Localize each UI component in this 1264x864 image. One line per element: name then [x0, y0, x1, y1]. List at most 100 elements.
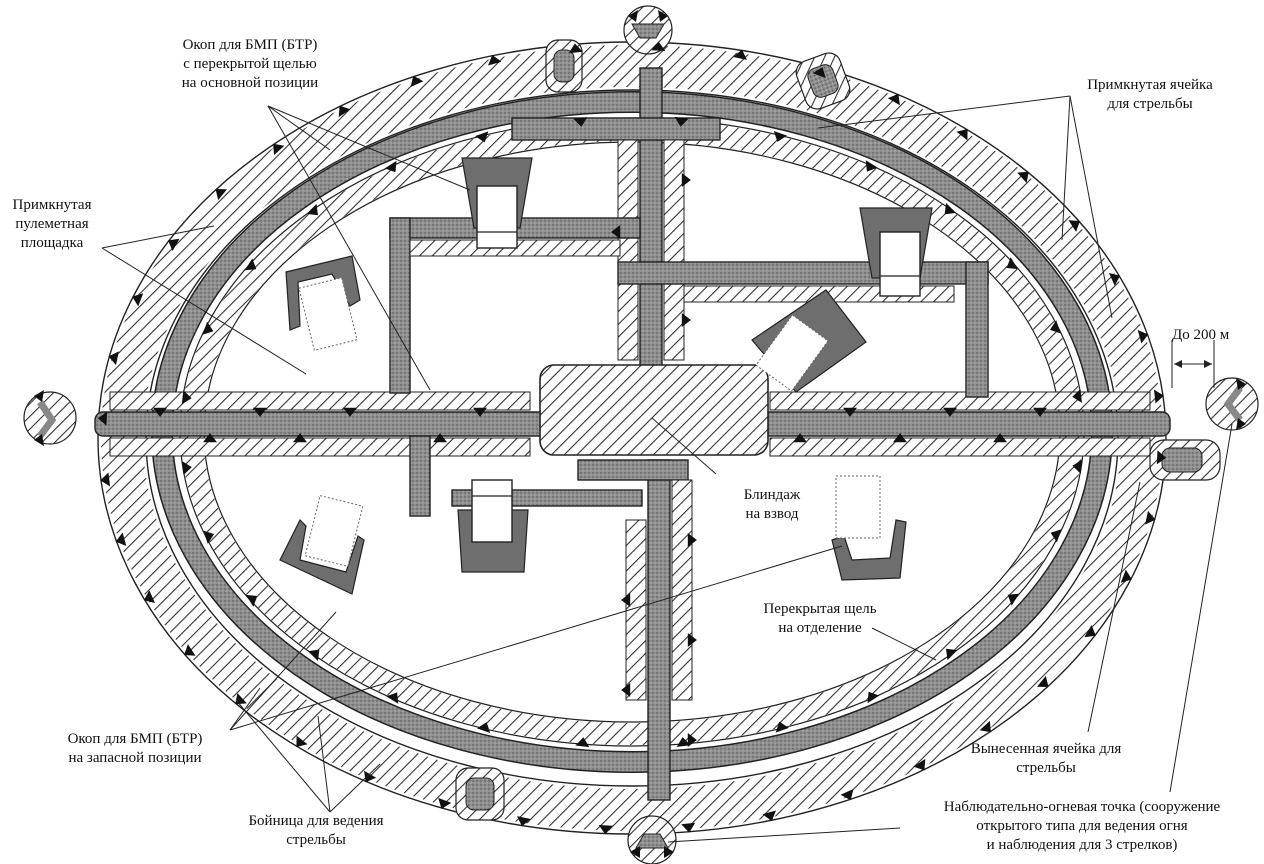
- label-line: Окоп для БМП (БТР): [182, 37, 318, 53]
- loophole: [215, 189, 227, 201]
- loophole: [473, 407, 487, 417]
- loophole: [913, 758, 926, 771]
- observation-point-east: [1205, 377, 1259, 431]
- label-line: пулеметная: [15, 216, 89, 232]
- loophole: [1072, 389, 1082, 403]
- loophole: [865, 160, 878, 172]
- loophole: [687, 733, 697, 747]
- bmp-pit-reserve-2: [279, 494, 365, 595]
- loophole: [438, 797, 452, 809]
- loophole: [762, 810, 776, 822]
- loophole: [181, 390, 192, 405]
- loophole-group: [97, 41, 1167, 835]
- loophole: [338, 105, 351, 118]
- label-line: с перекрытой щелью: [183, 56, 317, 72]
- label-line: на основной позиции: [181, 75, 319, 91]
- label-line: Примкнутая ячейка: [1087, 77, 1213, 93]
- loophole: [143, 590, 155, 603]
- bmp-pit-main-1: [461, 157, 533, 249]
- loophole: [1049, 320, 1061, 334]
- loophole: [979, 720, 991, 733]
- loophole: [364, 770, 377, 783]
- label-line: на взвод: [745, 506, 799, 522]
- bmp-pit-main-3: [457, 479, 529, 573]
- label-remote-cell: Вынесенная ячейка для стрельбы: [946, 740, 1146, 778]
- label-line: Окоп для БМП (БТР): [67, 731, 203, 747]
- loophole: [253, 407, 267, 417]
- loophole: [433, 433, 447, 443]
- loophole: [115, 532, 127, 546]
- loophole: [343, 407, 357, 417]
- loophole: [812, 67, 826, 79]
- loophole: [598, 825, 613, 835]
- loophole: [944, 203, 956, 215]
- label-line: для стрельбы: [1107, 96, 1193, 112]
- loophole: [956, 129, 968, 141]
- loophole: [1050, 529, 1062, 543]
- loophole: [108, 351, 119, 366]
- loophole: [575, 737, 590, 748]
- loophole: [1072, 459, 1083, 474]
- loophole: [674, 116, 689, 127]
- loophole: [1068, 220, 1080, 232]
- loophole: [687, 633, 697, 647]
- label-line: стрельбы: [1016, 760, 1076, 776]
- loophole: [840, 789, 854, 801]
- loophole: [651, 41, 666, 51]
- loophole: [687, 533, 697, 547]
- loophole: [97, 411, 108, 426]
- label-line: на отделение: [778, 620, 862, 636]
- loophole: [477, 722, 491, 733]
- loophole: [384, 160, 397, 173]
- loophole: [1037, 675, 1049, 687]
- label-line: и наблюдения для 3 стрелков): [986, 837, 1178, 853]
- loophole: [1154, 389, 1164, 404]
- label-distance: До 200 м: [1172, 327, 1230, 343]
- label-dugout: Блиндаж на взвод: [722, 486, 822, 524]
- label-line: стрельбы: [286, 832, 346, 848]
- label-line: Перекрытая щель: [763, 601, 877, 617]
- bmp-pit-reserve-3: [831, 475, 907, 581]
- label-mg-platform: Примкнутая пулеметная площадка: [0, 196, 104, 253]
- label-covered-slit: Перекрытая щель на отделение: [740, 600, 900, 638]
- loophole: [1137, 330, 1149, 344]
- loophole: [773, 131, 787, 142]
- loophole: [1006, 257, 1019, 270]
- observation-point-south: [627, 815, 677, 864]
- leader-lines: [101, 95, 1233, 843]
- label-loophole: Бойница для ведения стрельбы: [216, 812, 416, 850]
- loophole: [843, 407, 857, 417]
- loophole: [733, 49, 747, 60]
- loophole: [568, 43, 583, 54]
- loophole: [573, 117, 588, 127]
- loophole: [621, 683, 631, 697]
- loophole: [203, 433, 217, 443]
- label-line: площадка: [20, 235, 84, 251]
- label-bmp-main: Окоп для БМП (БТР) с перекрытой щелью на…: [150, 36, 350, 93]
- label-line: на запасной позиции: [68, 750, 202, 766]
- loophole: [296, 735, 308, 747]
- loophole: [273, 143, 285, 156]
- loophole: [681, 313, 691, 327]
- loophole: [993, 433, 1007, 443]
- observation-point-west: [23, 390, 77, 446]
- loophole: [893, 433, 907, 443]
- distance-marker: [1171, 340, 1215, 388]
- loophole: [245, 594, 258, 607]
- label-line: Бойница для ведения: [248, 813, 384, 829]
- loophole: [1084, 625, 1096, 638]
- loophole: [306, 203, 318, 216]
- label-bmp-reserve: Окоп для БМП (БТР) на запасной позиции: [40, 730, 230, 768]
- label-line: Блиндаж: [743, 487, 801, 503]
- observation-point-north: [623, 5, 673, 55]
- loophole: [867, 691, 880, 704]
- label-line: открытого типа для ведения огня: [976, 818, 1188, 834]
- loophole: [168, 238, 180, 251]
- loophole: [100, 472, 110, 487]
- loophole: [621, 593, 631, 607]
- loophole: [1033, 407, 1047, 417]
- loophole: [308, 649, 320, 661]
- loophole: [517, 816, 531, 827]
- loophole: [946, 648, 958, 661]
